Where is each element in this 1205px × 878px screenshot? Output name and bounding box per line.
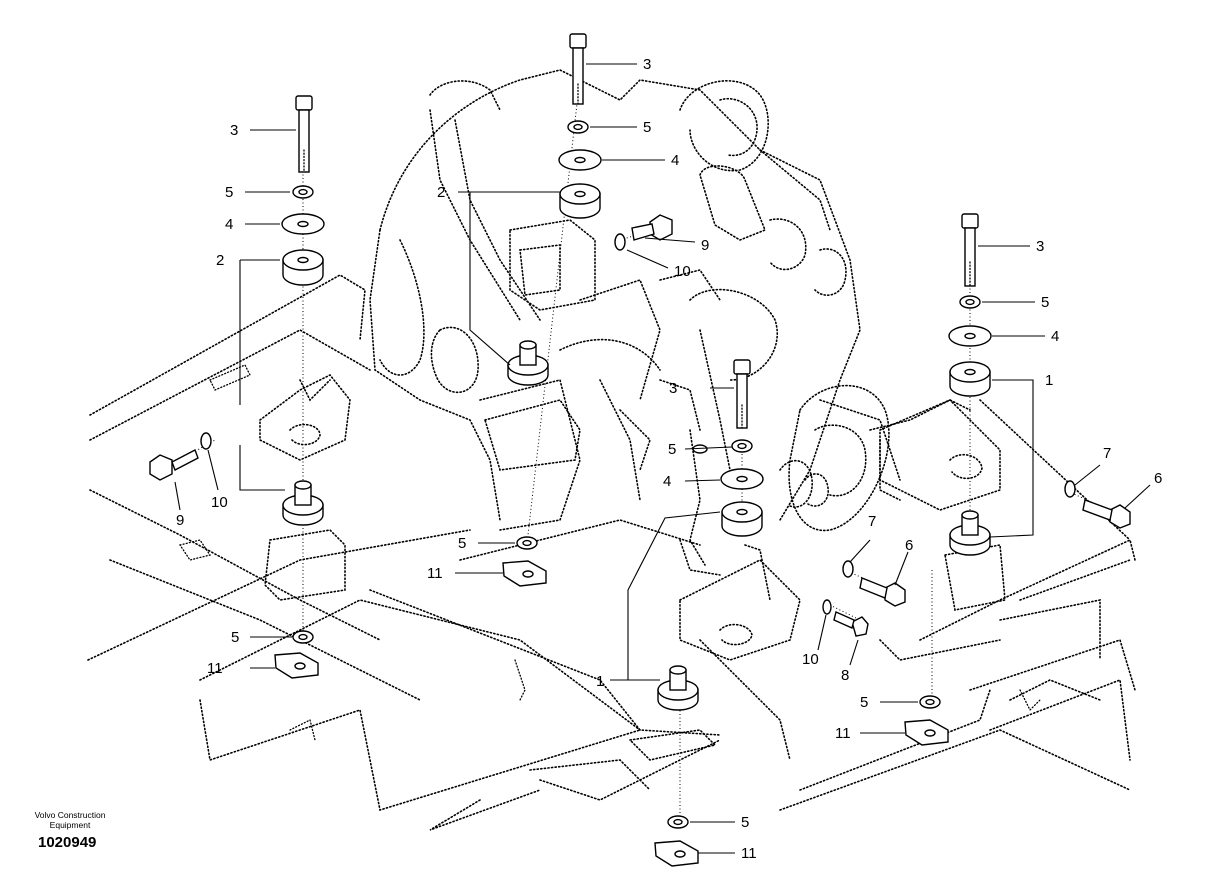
callout-11-bottom: 11 xyxy=(741,845,757,862)
callout-10-lower: 10 xyxy=(802,651,819,668)
callout-2-left: 2 xyxy=(216,252,224,269)
callout-4-left: 4 xyxy=(225,216,233,233)
callout-5-center: 5 xyxy=(668,441,676,458)
callout-7-right: 7 xyxy=(1103,445,1111,462)
callout-5-right: 5 xyxy=(1041,294,1049,311)
rubber-mount-lower xyxy=(282,340,991,711)
callout-10-left: 10 xyxy=(211,494,228,511)
callout-5-mid: 5 xyxy=(458,535,466,552)
callout-4-center: 4 xyxy=(663,473,671,490)
callout-5-lower-right: 5 xyxy=(860,694,868,711)
callout-3-center: 3 xyxy=(669,380,677,397)
brand-label: Volvo Construction Equipment xyxy=(20,810,120,830)
callout-6-center: 6 xyxy=(905,537,913,554)
callout-3-top: 3 xyxy=(643,56,651,73)
callout-4-right: 4 xyxy=(1051,328,1059,345)
callout-1-right: 1 xyxy=(1045,372,1053,389)
callout-11-right: 11 xyxy=(835,725,851,742)
parts xyxy=(149,33,1131,867)
document-number: 1020949 xyxy=(38,834,97,851)
callout-10-top: 10 xyxy=(674,263,691,280)
callout-5-lower-left: 5 xyxy=(231,629,239,646)
washers-4 xyxy=(281,149,992,490)
bolt-3-top xyxy=(569,33,587,105)
brand-line-2: Equipment xyxy=(49,820,91,830)
assembly-axes xyxy=(179,94,1121,820)
callout-6-right: 6 xyxy=(1154,470,1162,487)
bolt-3-center xyxy=(733,359,751,429)
rubber-cushion-upper xyxy=(282,183,991,537)
callout-5-top: 5 xyxy=(643,119,651,136)
callout-3-left: 3 xyxy=(230,122,238,139)
callout-9-top: 9 xyxy=(701,237,709,254)
callout-2-center: 2 xyxy=(437,184,445,201)
callout-7-center: 7 xyxy=(868,513,876,530)
bolt-3-right xyxy=(961,213,979,287)
callout-9-left: 9 xyxy=(176,512,184,529)
callout-1-center: 1 xyxy=(596,673,604,690)
lock-washers xyxy=(200,233,1076,615)
washers-5 xyxy=(292,120,981,829)
bolt-3-left xyxy=(295,95,313,173)
callout-5-bottom: 5 xyxy=(741,814,749,831)
callout-3-right: 3 xyxy=(1036,238,1044,255)
leader-lines xyxy=(174,63,1151,854)
frame-outline xyxy=(87,274,1136,831)
callout-11-mid: 11 xyxy=(427,565,443,582)
callout-4-top: 4 xyxy=(671,152,679,169)
callout-5-left: 5 xyxy=(225,184,233,201)
engine-block-outline xyxy=(259,69,1006,761)
callout-8: 8 xyxy=(841,667,849,684)
shims-11 xyxy=(274,560,949,867)
brand-line-1: Volvo Construction xyxy=(34,810,106,820)
callout-numbers: 1 1 1 2 2 2 3 3 3 3 4 4 4 4 5 5 5 5 5 5 … xyxy=(176,56,1162,862)
callout-11-left: 11 xyxy=(207,660,223,677)
side-bolts xyxy=(149,214,1131,637)
